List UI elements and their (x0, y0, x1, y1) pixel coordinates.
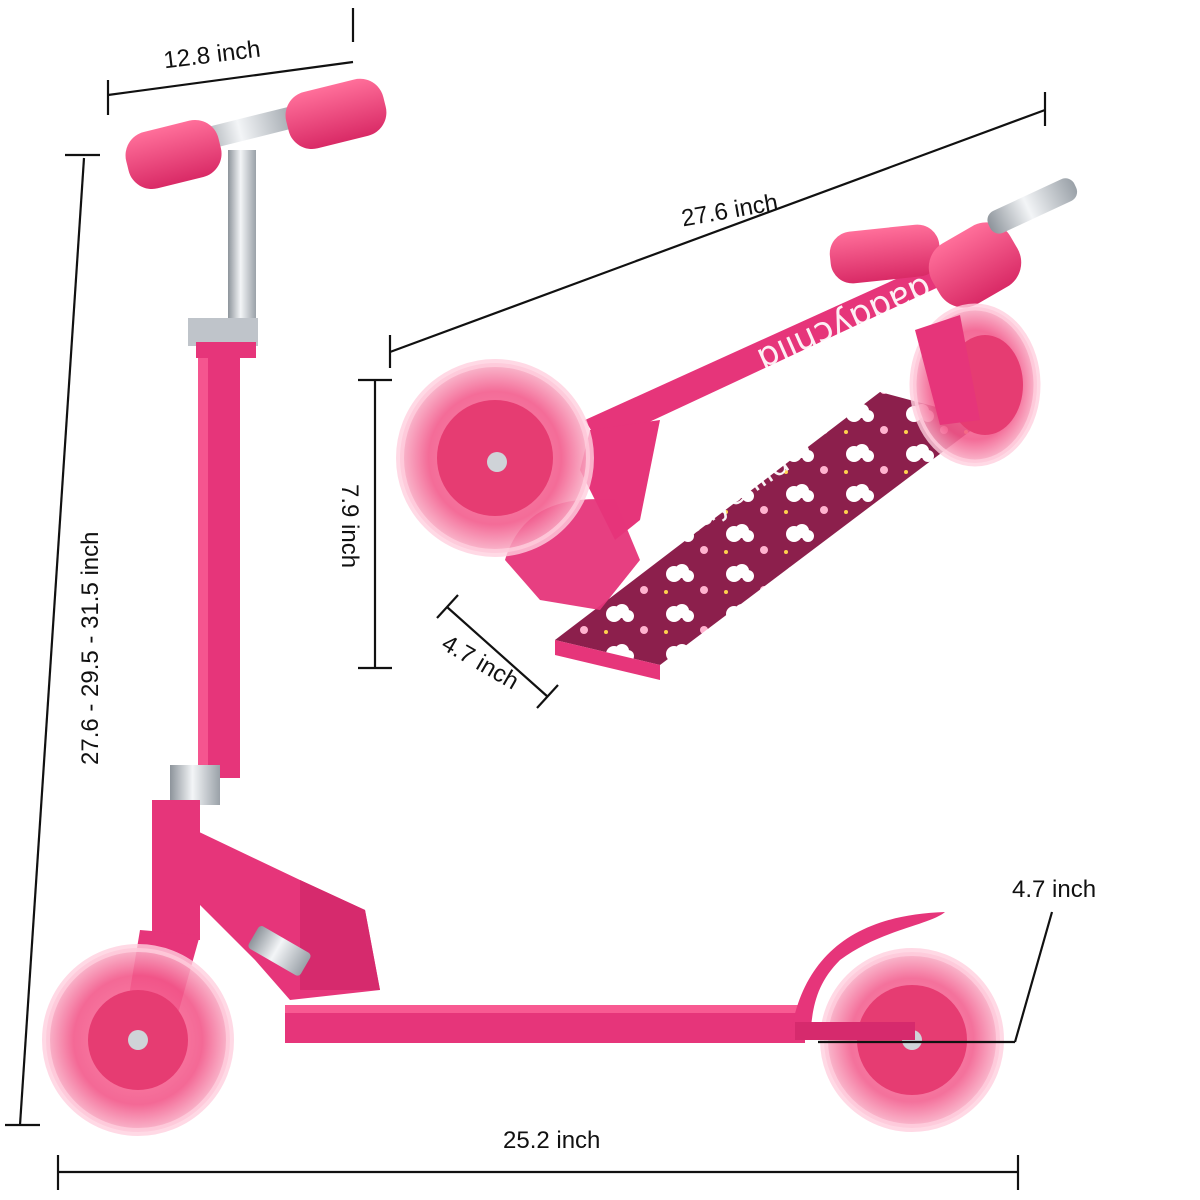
folded-stem-logo: daddychild (751, 268, 938, 380)
folded-deck (555, 392, 985, 665)
left-grip (125, 119, 222, 190)
wheel-diameter-label: 4.7 inch (1012, 876, 1096, 903)
dimension-lines (5, 8, 1054, 1190)
folded-handlebar (987, 178, 1078, 234)
stem-collar (196, 342, 256, 358)
stem-clamp (188, 318, 258, 346)
folded-grip-upper (829, 224, 941, 284)
fold-latch (248, 926, 311, 976)
right-grip (285, 78, 387, 150)
upper-stem (228, 150, 256, 330)
folded-front-wheel (396, 359, 594, 557)
front-wheel (42, 944, 234, 1136)
handlebar-width-label: 12.8 inch (162, 36, 262, 75)
folded-height-label: 7.9 inch (336, 484, 363, 568)
length-label: 25.2 inch (503, 1127, 600, 1154)
folded-grip-lower (928, 222, 1022, 308)
fork-tube (152, 800, 200, 940)
height-range-label: 27.6 - 29.5 - 31.5 inch (77, 532, 104, 765)
folded-scooter: daddychild daddychild (396, 178, 1078, 680)
lower-collar (170, 765, 220, 805)
standing-scooter: daddychild (42, 78, 1004, 1136)
stem-logo: daddychild (163, 400, 203, 586)
rear-axle-bracket (795, 1022, 915, 1040)
folded-stem (585, 250, 975, 445)
